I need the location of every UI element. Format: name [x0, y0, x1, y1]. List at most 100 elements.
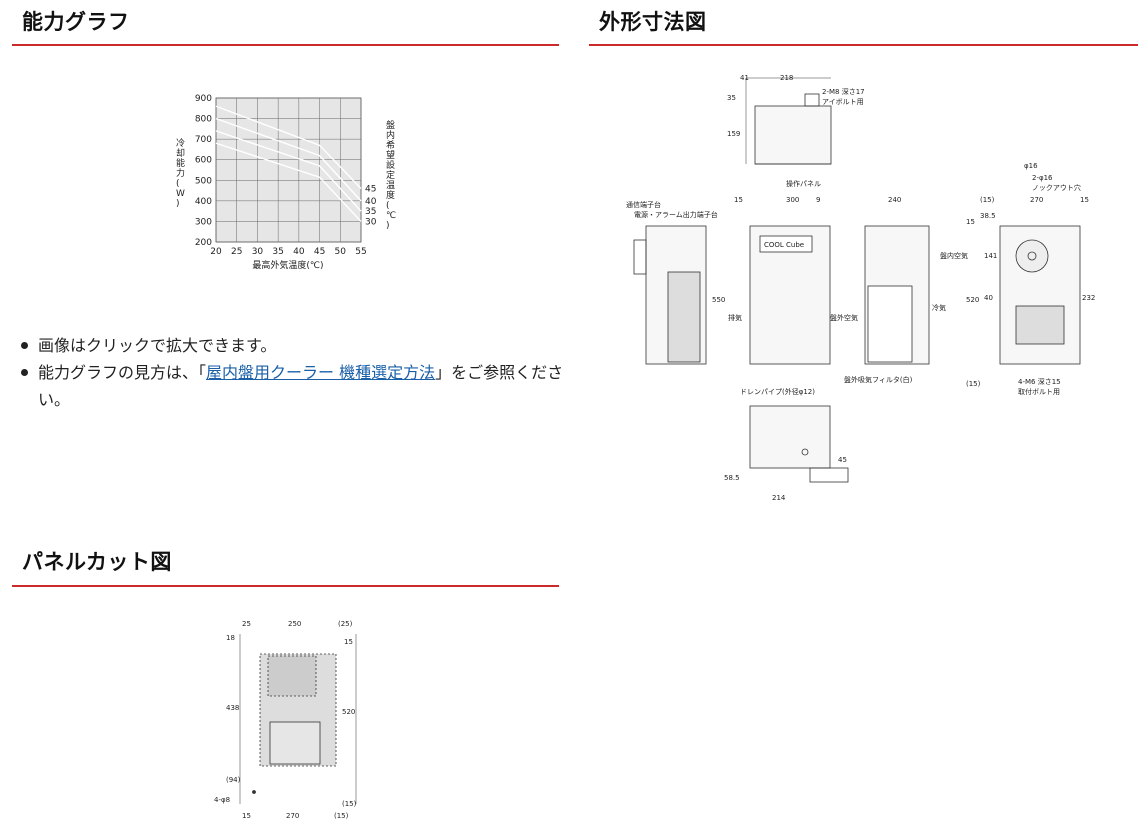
dim-inside_air: 盤内空気: [940, 251, 968, 260]
dim-d15c: 15: [966, 218, 975, 226]
dim-cold_air: 冷気: [932, 303, 946, 312]
capacity-graph-rule: [12, 44, 559, 46]
dimensions-rule: [589, 44, 1138, 46]
dim-d35: 35: [727, 94, 736, 102]
dim-d15a: 15: [734, 196, 743, 204]
x-tick-label: 50: [335, 247, 347, 257]
chart-legend-title: 盤内希望設定温度(℃): [386, 119, 396, 231]
series-line-35: [215, 130, 362, 212]
x-tick-label: 30: [252, 247, 264, 257]
dim-exhaust: 排気: [728, 313, 742, 322]
dimensions-drawing[interactable]: 41 218 35 159 2-M8 深さ17 アイボルト用 15 300 9 240 操作パネル通…: [600, 64, 1140, 514]
panel-cut-title: パネルカット図: [22, 550, 172, 574]
dim-d15q: (15): [966, 380, 981, 388]
y-tick-label: 300: [195, 217, 212, 227]
dim-d58_5: 58.5: [724, 474, 740, 482]
chart-xlabel: 最高外気温度(℃): [252, 259, 323, 271]
dim-phi16: φ16: [1024, 162, 1038, 170]
series-label-40: 40: [365, 197, 377, 207]
dim-d270: 270: [1030, 196, 1043, 204]
dim-power_term: 電源・アラーム出力端子台: [634, 210, 718, 219]
y-tick-label: 600: [195, 156, 212, 166]
capacity-graph-title: 能力グラフ: [22, 10, 130, 34]
panel-d520: 520: [342, 708, 355, 716]
panel-d15b: 15: [242, 812, 251, 820]
x-tick-label: 55: [355, 247, 366, 257]
dim-outside_air: 盤外空気: [830, 313, 858, 322]
dim-comm_term: 通信端子台: [626, 200, 661, 209]
x-tick-label: 40: [293, 247, 305, 257]
dim-knockout_count: 2-φ16: [1032, 174, 1053, 182]
panel-cut-rule: [12, 585, 559, 587]
series-label-35: 35: [365, 207, 376, 217]
dim-op_panel: 操作パネル: [786, 179, 821, 188]
series-line-45: [215, 105, 362, 189]
dim-knockout: ノックアウト穴: [1032, 183, 1081, 192]
dim-m8: 2-M8 深さ17: [822, 87, 865, 96]
y-tick-label: 400: [195, 197, 212, 207]
chart-plot-area: [215, 97, 362, 243]
dim-d232: 232: [1082, 294, 1095, 302]
note-zoom-text: 画像はクリックで拡大できます。: [38, 336, 277, 355]
dim-d550: 550: [712, 296, 725, 304]
x-tick-label: 35: [272, 247, 283, 257]
series-line-40: [215, 117, 362, 202]
dim-d300: 300: [786, 196, 799, 204]
panel-d15: 15: [344, 638, 353, 646]
dimensions-title: 外形寸法図: [599, 10, 707, 34]
dim-mount_bolt: 取付ボルト用: [1018, 387, 1060, 396]
series-line-30: [215, 142, 362, 222]
panel-d25: 25: [242, 620, 251, 628]
x-tick-label: 45: [314, 247, 325, 257]
note-guide-after: 」をご参照ください。: [38, 363, 564, 409]
y-tick-label: 700: [195, 135, 212, 145]
notes-list: 画像はクリックで拡大できます。 能力グラフの見方は、「屋内盤用クーラー 機種選定…: [16, 332, 564, 413]
dim-d40: 40: [984, 294, 993, 302]
dim-d38_5: 38.5: [980, 212, 996, 220]
panel-d25p: (25): [338, 620, 353, 628]
panel-d18: 18: [226, 634, 235, 642]
note-zoom: 画像はクリックで拡大できます。: [16, 332, 564, 359]
dim-d159: 159: [727, 130, 740, 138]
dim-logo: COOL Cube: [764, 241, 804, 249]
dim-m6: 4-M6 深さ15: [1018, 377, 1061, 386]
dimension-labels: 41 218 35 159 2-M8 深さ17 アイボルト用 15 300 9 240 操作パネル通…: [626, 74, 1095, 502]
x-tick-label: 25: [231, 247, 242, 257]
dim-d45: 45: [838, 456, 847, 464]
chart-series: [215, 105, 362, 222]
dim-d240: 240: [888, 196, 901, 204]
panel-holes: 4-φ8: [214, 796, 230, 804]
y-tick-label: 500: [195, 176, 212, 186]
dim-d520: 520: [966, 296, 979, 304]
dim-d214: 214: [772, 494, 786, 502]
dim-eyebolt: アイボルト用: [822, 98, 864, 106]
panel-d438: 438: [226, 704, 239, 712]
chart-ylabel: 冷却能力(W): [176, 137, 185, 209]
dim-filter: 盤外吸気フィルタ(白): [844, 375, 913, 384]
chart-ticks: 20 25 30 35 40 45 50 55 200 300 400 500 600 700 800 900: [195, 94, 367, 257]
dim-d141: 141: [984, 252, 997, 260]
series-label-30: 30: [365, 217, 377, 227]
dim-d9: 9: [816, 196, 820, 204]
panel-d94: (94): [226, 776, 241, 784]
y-tick-label: 800: [195, 115, 212, 125]
series-label-45: 45: [365, 185, 376, 195]
panel-d250: 250: [288, 620, 301, 628]
dim-d41: 41: [740, 74, 749, 82]
note-guide-before: 能力グラフの見方は、「: [38, 363, 207, 382]
note-graph-guide: 能力グラフの見方は、「屋内盤用クーラー 機種選定方法」をご参照ください。: [16, 359, 564, 413]
panel-d15p: (15): [334, 812, 349, 820]
y-tick-label: 900: [195, 94, 212, 104]
dim-d218: 218: [780, 74, 793, 82]
dim-d15p: (15): [980, 196, 995, 204]
y-tick-label: 200: [195, 238, 212, 248]
dim-drain: ドレンパイプ(外径φ12): [740, 387, 815, 396]
selection-method-link[interactable]: 屋内盤用クーラー 機種選定方法: [206, 363, 436, 382]
dim-d15b: 15: [1080, 196, 1089, 204]
x-tick-label: 20: [210, 247, 222, 257]
panel-d270: 270: [286, 812, 299, 820]
